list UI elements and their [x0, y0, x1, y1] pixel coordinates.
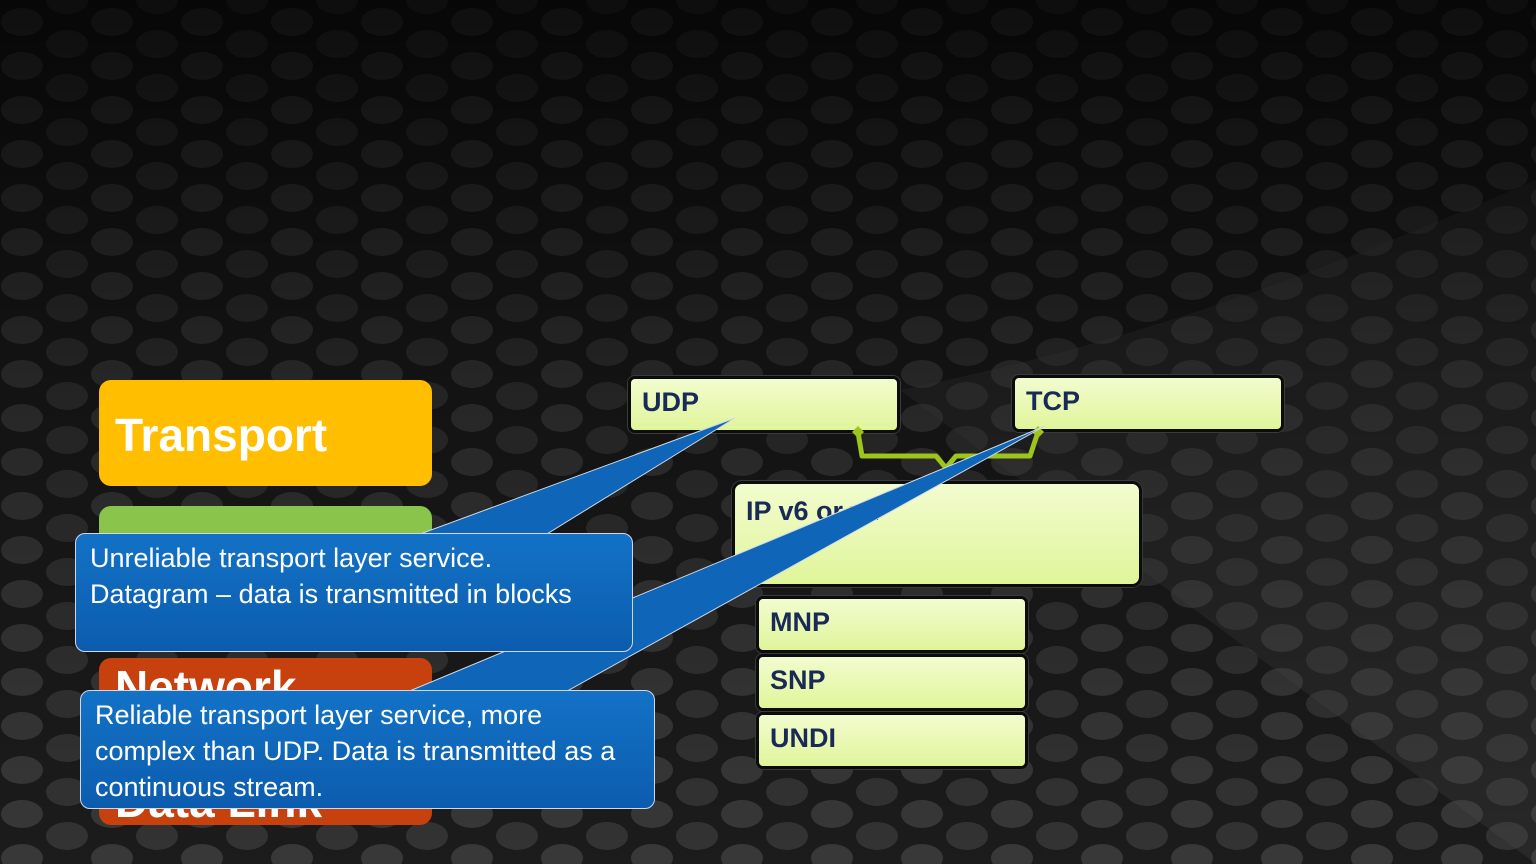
- udp-label: UDP: [642, 387, 700, 417]
- tcp-callout: Reliable transport layer service, more c…: [80, 690, 655, 809]
- tcp-callout-text: Reliable transport layer service, more c…: [95, 700, 616, 802]
- snp-box: SNP: [756, 654, 1028, 711]
- tcp-label: TCP: [1026, 386, 1080, 416]
- tcp-box: TCP: [1012, 375, 1284, 432]
- undi-label: UNDI: [770, 723, 836, 753]
- mnp-label: MNP: [770, 607, 830, 637]
- layer-transport: Transport: [99, 380, 432, 486]
- snp-label: SNP: [770, 665, 826, 695]
- undi-box: UNDI: [756, 712, 1028, 769]
- layer-transport-label: Transport: [115, 409, 328, 461]
- udp-callout: Unreliable transport layer service. Data…: [75, 533, 633, 652]
- ip-label: IP v6 or v4: [746, 496, 881, 526]
- udp-box: UDP: [628, 376, 900, 433]
- mnp-box: MNP: [756, 596, 1028, 653]
- udp-callout-text: Unreliable transport layer service. Data…: [90, 543, 572, 609]
- ip-box: IP v6 or v4: [732, 481, 1142, 587]
